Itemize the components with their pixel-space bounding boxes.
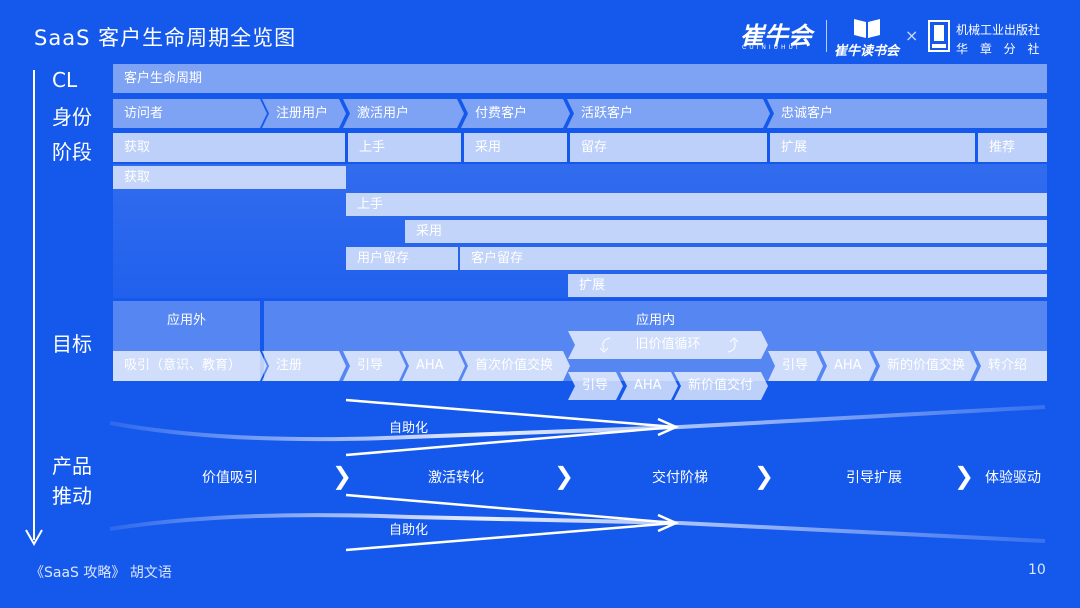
cl-bar: 客户生命周期 xyxy=(113,64,1047,93)
product-step-activation: 激活转化 xyxy=(428,470,484,486)
identity-loyal: 忠诚客户 xyxy=(767,99,1047,128)
publisher-name: 机械工业出版社 xyxy=(956,23,1041,37)
logo-divider xyxy=(826,20,827,52)
stage-onboard: 上手 xyxy=(348,133,461,162)
row-label-goal: 目标 xyxy=(52,332,92,356)
detail-customer-retain: 客户留存 xyxy=(460,247,1047,270)
brand-logo-cuiniuhui: 崔牛会 xyxy=(740,22,812,50)
identity-paying: 付费客户 xyxy=(461,99,570,128)
product-step-experience-driven: 体验驱动 xyxy=(985,470,1041,486)
row-label-product-2: 推动 xyxy=(52,484,92,508)
goal-first-value-exchange: 首次价值交换 xyxy=(461,351,570,381)
times-icon: × xyxy=(905,26,919,45)
chevron-right-icon: ❯ xyxy=(554,462,575,490)
detail-onboard: 上手 xyxy=(346,193,1047,216)
goal-new-value-exchange: 新的价值交换 xyxy=(873,351,977,381)
stage-retain: 留存 xyxy=(570,133,767,162)
detail-user-retain: 用户留存 xyxy=(346,247,458,270)
stage-adopt: 采用 xyxy=(464,133,567,162)
goal-aha-1: AHA xyxy=(402,351,465,381)
loop-arrows-icon xyxy=(599,337,739,353)
product-step-delivery-ladder: 交付阶梯 xyxy=(652,470,708,486)
stage-recommend: 推荐 xyxy=(978,133,1047,162)
chevron-right-icon: ❯ xyxy=(954,462,975,490)
product-step-guided-expansion: 引导扩展 xyxy=(846,470,902,486)
stage-expand: 扩展 xyxy=(770,133,975,162)
stage-acquire: 获取 xyxy=(113,133,345,162)
publisher-sub: 华 章 分 社 xyxy=(956,42,1044,56)
publisher-logo-icon xyxy=(928,20,950,52)
row-label-cl: CL xyxy=(52,68,78,92)
row-label-product-1: 产品 xyxy=(52,454,92,478)
identity-visitor: 访问者 xyxy=(113,99,267,128)
goal-register: 注册 xyxy=(262,351,346,381)
product-step-value-attract: 价值吸引 xyxy=(202,470,258,486)
footer-source: 《SaaS 攻略》 胡文语 xyxy=(30,565,172,581)
row-label-identity: 身份 xyxy=(52,105,92,129)
goal-outside-label: 应用外 xyxy=(166,313,206,328)
identity-activated: 激活用户 xyxy=(343,99,464,128)
goal-referral: 转介绍 xyxy=(974,351,1047,381)
goal-loop-guide: 引导 xyxy=(568,372,623,400)
brand-logo-dushuhui: 崔牛读书会 xyxy=(834,44,900,59)
vertical-axis-arrow xyxy=(25,70,43,547)
goal-loop-aha: AHA xyxy=(620,372,678,400)
detail-adopt: 采用 xyxy=(405,220,1047,243)
automation-label-bottom: 自助化 xyxy=(389,523,429,538)
detail-acquire: 获取 xyxy=(113,166,346,189)
identity-registered: 注册用户 xyxy=(262,99,346,128)
brand-logo-sub: CUINIUHUI xyxy=(742,44,801,51)
page-number: 10 xyxy=(1028,562,1046,578)
product-flow-graphic xyxy=(110,398,1046,552)
chevron-right-icon: ❯ xyxy=(754,462,775,490)
goal-old-value-loop-label: 旧价值循环 xyxy=(635,337,701,352)
goal-inside-label: 应用内 xyxy=(635,313,675,328)
automation-label-top: 自助化 xyxy=(389,421,429,436)
goal-aha-2: AHA xyxy=(820,351,876,381)
chevron-right-icon: ❯ xyxy=(332,462,353,490)
row-label-stage: 阶段 xyxy=(52,140,92,164)
goal-guide-1: 引导 xyxy=(343,351,406,381)
goal-new-value-delivery: 新价值交付 xyxy=(674,372,768,400)
page-title: SaaS 客户生命周期全览图 xyxy=(34,26,297,50)
goal-guide-2: 引导 xyxy=(768,351,823,381)
goal-attract: 吸引（意识、教育） xyxy=(113,351,267,381)
book-icon xyxy=(854,19,880,38)
detail-expand: 扩展 xyxy=(568,274,1047,297)
identity-active: 活跃客户 xyxy=(567,99,770,128)
